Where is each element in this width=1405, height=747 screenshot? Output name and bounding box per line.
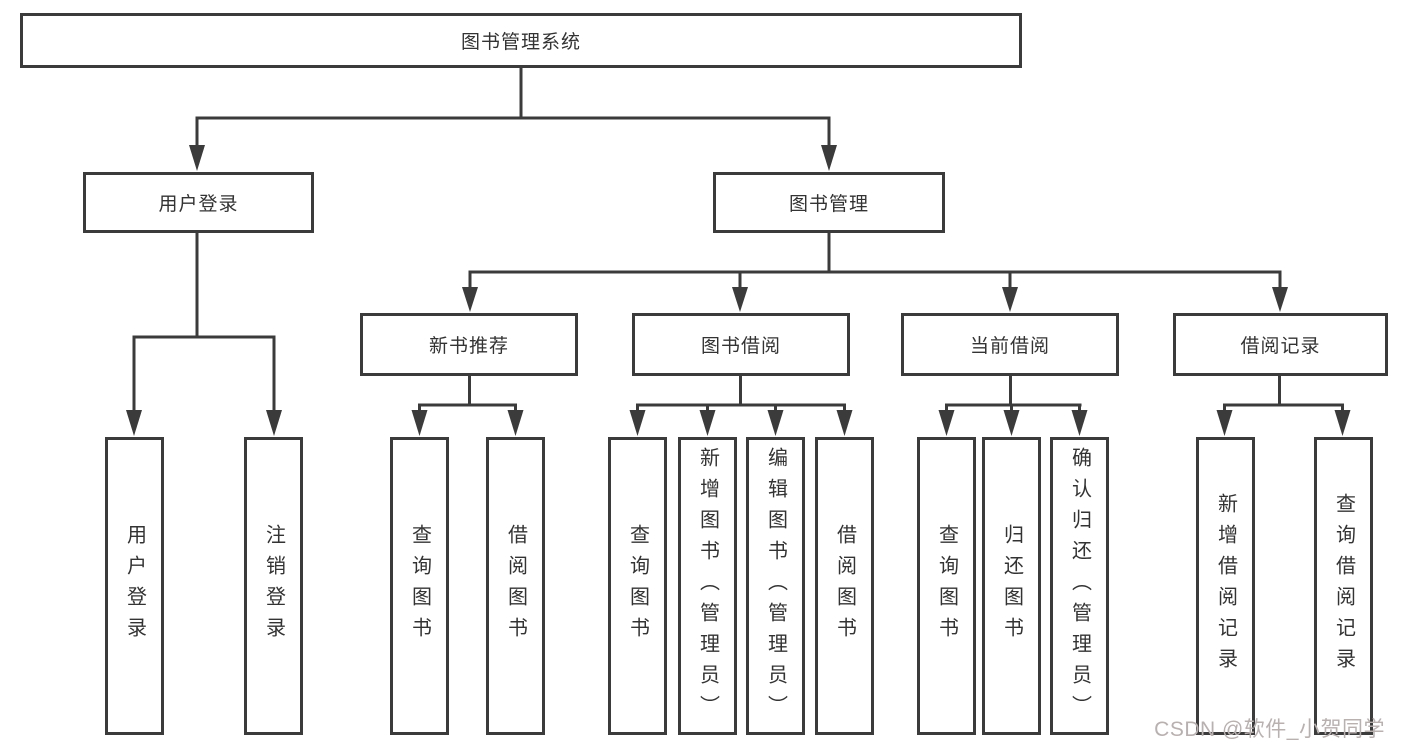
leaf-label: 新增图书（管理员） bbox=[696, 446, 719, 726]
leaf-confirm-return-admin: 确认归还（管理员） bbox=[1050, 437, 1109, 735]
leaf-query-books-current: 查询图书 bbox=[917, 437, 976, 735]
leaf-add-borrow-record: 新增借阅记录 bbox=[1196, 437, 1255, 735]
leaf-label: 借阅图书 bbox=[504, 524, 527, 648]
leaf-label: 确认归还（管理员） bbox=[1068, 446, 1091, 726]
leaf-borrow-books-recommend: 借阅图书 bbox=[486, 437, 545, 735]
leaf-label: 查询图书 bbox=[408, 524, 431, 648]
node-new-book-recommend: 新书推荐 bbox=[360, 313, 578, 376]
leaf-query-borrow-record: 查询借阅记录 bbox=[1314, 437, 1373, 735]
leaf-label: 借阅图书 bbox=[833, 524, 856, 648]
leaf-logout-login: 注销登录 bbox=[244, 437, 303, 735]
node-current-borrow: 当前借阅 bbox=[901, 313, 1119, 376]
node-library-management-system: 图书管理系统 bbox=[20, 13, 1022, 68]
node-user-login: 用户登录 bbox=[83, 172, 314, 233]
watermark: CSDN @软件_小贺同学 bbox=[1154, 718, 1385, 741]
node-book-borrow: 图书借阅 bbox=[632, 313, 850, 376]
node-borrow-records: 借阅记录 bbox=[1173, 313, 1388, 376]
leaf-label: 编辑图书（管理员） bbox=[764, 446, 787, 726]
leaf-label: 查询借阅记录 bbox=[1332, 493, 1355, 679]
leaf-label: 用户登录 bbox=[123, 524, 146, 648]
leaf-edit-books-admin: 编辑图书（管理员） bbox=[746, 437, 805, 735]
leaf-query-books-recommend: 查询图书 bbox=[390, 437, 449, 735]
leaf-label: 新增借阅记录 bbox=[1214, 493, 1237, 679]
leaf-return-books: 归还图书 bbox=[982, 437, 1041, 735]
leaf-add-books-admin: 新增图书（管理员） bbox=[678, 437, 737, 735]
leaf-label: 查询图书 bbox=[626, 524, 649, 648]
node-book-management: 图书管理 bbox=[713, 172, 945, 233]
leaf-label: 查询图书 bbox=[935, 524, 958, 648]
leaf-user-login: 用户登录 bbox=[105, 437, 164, 735]
leaf-query-books-borrow: 查询图书 bbox=[608, 437, 667, 735]
leaf-label: 注销登录 bbox=[262, 524, 285, 648]
leaf-borrow-books: 借阅图书 bbox=[815, 437, 874, 735]
leaf-label: 归还图书 bbox=[1000, 524, 1023, 648]
